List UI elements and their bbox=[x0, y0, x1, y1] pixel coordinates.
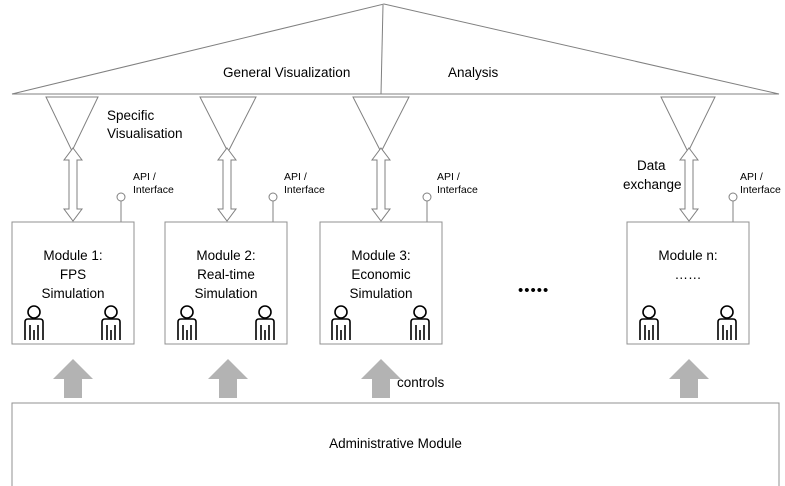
api-interface-label-n-line1: API / bbox=[740, 171, 763, 183]
control-arrow-module-n bbox=[669, 359, 709, 398]
administrative-module-box bbox=[11, 402, 780, 486]
module-2-box bbox=[164, 221, 288, 345]
administrative-module-label: Administrative Module bbox=[329, 436, 462, 451]
control-arrow-module-3 bbox=[361, 359, 401, 398]
control-arrow-module-2 bbox=[208, 359, 248, 398]
funnel-module-n bbox=[660, 96, 716, 154]
api-interface-label-1-line1: API / bbox=[133, 171, 156, 183]
funnel-module-1 bbox=[45, 96, 99, 153]
specific-visualisation-label-line2: Visualisation bbox=[107, 126, 183, 141]
api-interface-label-2-line2: Interface bbox=[284, 184, 325, 196]
api-interface-label-n-line2: Interface bbox=[740, 184, 781, 196]
exchange-arrow-module-n bbox=[679, 147, 699, 222]
api-interface-label-2-line1: API / bbox=[284, 171, 307, 183]
exchange-arrow-module-3 bbox=[371, 147, 391, 222]
data-exchange-label-line1: Data bbox=[637, 158, 666, 173]
data-exchange-label-line2: exchange bbox=[623, 177, 682, 192]
funnel-module-2 bbox=[199, 96, 257, 154]
module-1-box bbox=[11, 221, 135, 345]
exchange-arrow-module-2 bbox=[217, 147, 237, 222]
general-visualization-label: General Visualization bbox=[223, 65, 351, 80]
module-3-box bbox=[319, 221, 443, 345]
api-interface-label-3-line1: API / bbox=[437, 171, 460, 183]
visualisation-funnels bbox=[45, 96, 716, 154]
module-n-title: Module n:…… bbox=[658, 248, 718, 282]
data-exchange-arrows bbox=[63, 147, 699, 222]
module-boxes bbox=[11, 221, 750, 345]
controls-label: controls bbox=[397, 375, 445, 390]
specific-visualisation-label-line1: Specific bbox=[107, 108, 155, 123]
api-interface-connectors bbox=[116, 192, 738, 222]
analysis-label: Analysis bbox=[448, 65, 499, 80]
control-arrows bbox=[53, 359, 709, 398]
api-interface-label-3-line2: Interface bbox=[437, 184, 478, 196]
funnel-module-3 bbox=[352, 96, 410, 154]
api-interface-label-1-line2: Interface bbox=[133, 184, 174, 196]
exchange-arrow-module-1 bbox=[63, 147, 83, 222]
general-visualization-roof bbox=[11, 3, 780, 95]
module-n-box bbox=[626, 221, 750, 345]
control-arrow-module-1 bbox=[53, 359, 93, 398]
more-modules-ellipsis: ••••• bbox=[518, 282, 550, 299]
